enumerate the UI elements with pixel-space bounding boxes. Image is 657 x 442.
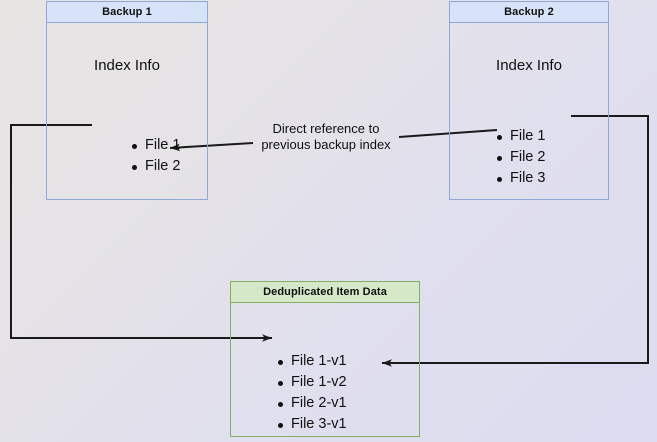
node-backup-1[interactable]: Backup 1 Index Info File 1 File 2 bbox=[46, 1, 208, 200]
node-backup-2-body: Index Info File 1 File 2 File 3 bbox=[450, 23, 608, 199]
list-item: File 2 bbox=[494, 147, 545, 168]
node-backup-2-file-list: File 1 File 2 File 3 bbox=[494, 126, 545, 189]
node-deduplicated-item-data-header: Deduplicated Item Data bbox=[231, 282, 419, 303]
list-item: File 2-v1 bbox=[275, 393, 347, 414]
node-backup-2-header: Backup 2 bbox=[450, 2, 608, 23]
edge-label-line-2: previous backup index bbox=[261, 137, 391, 152]
node-deduplicated-item-data-file-list: File 1-v1 File 1-v2 File 2-v1 File 3-v1 bbox=[275, 351, 347, 435]
node-deduplicated-item-data[interactable]: Deduplicated Item Data File 1-v1 File 1-… bbox=[230, 281, 420, 437]
list-item: File 1 bbox=[129, 135, 180, 156]
list-item: File 3-v1 bbox=[275, 414, 347, 435]
edge-label-line-1: Direct reference to bbox=[272, 121, 380, 136]
node-backup-1-section-label: Index Info bbox=[94, 57, 160, 74]
list-item: File 2 bbox=[129, 156, 180, 177]
list-item: File 3 bbox=[494, 168, 545, 189]
edge-label-direct-reference: Direct reference to previous backup inde… bbox=[253, 121, 399, 153]
list-item: File 1 bbox=[494, 126, 545, 147]
node-backup-2-section-label: Index Info bbox=[496, 57, 562, 74]
node-backup-2[interactable]: Backup 2 Index Info File 1 File 2 File 3 bbox=[449, 1, 609, 200]
node-backup-1-body: Index Info File 1 File 2 bbox=[47, 23, 207, 199]
list-item: File 1-v1 bbox=[275, 351, 347, 372]
node-deduplicated-item-data-body: File 1-v1 File 1-v2 File 2-v1 File 3-v1 bbox=[231, 303, 419, 436]
list-item: File 1-v2 bbox=[275, 372, 347, 393]
node-backup-1-file-list: File 1 File 2 bbox=[129, 135, 180, 177]
node-backup-1-header: Backup 1 bbox=[47, 2, 207, 23]
